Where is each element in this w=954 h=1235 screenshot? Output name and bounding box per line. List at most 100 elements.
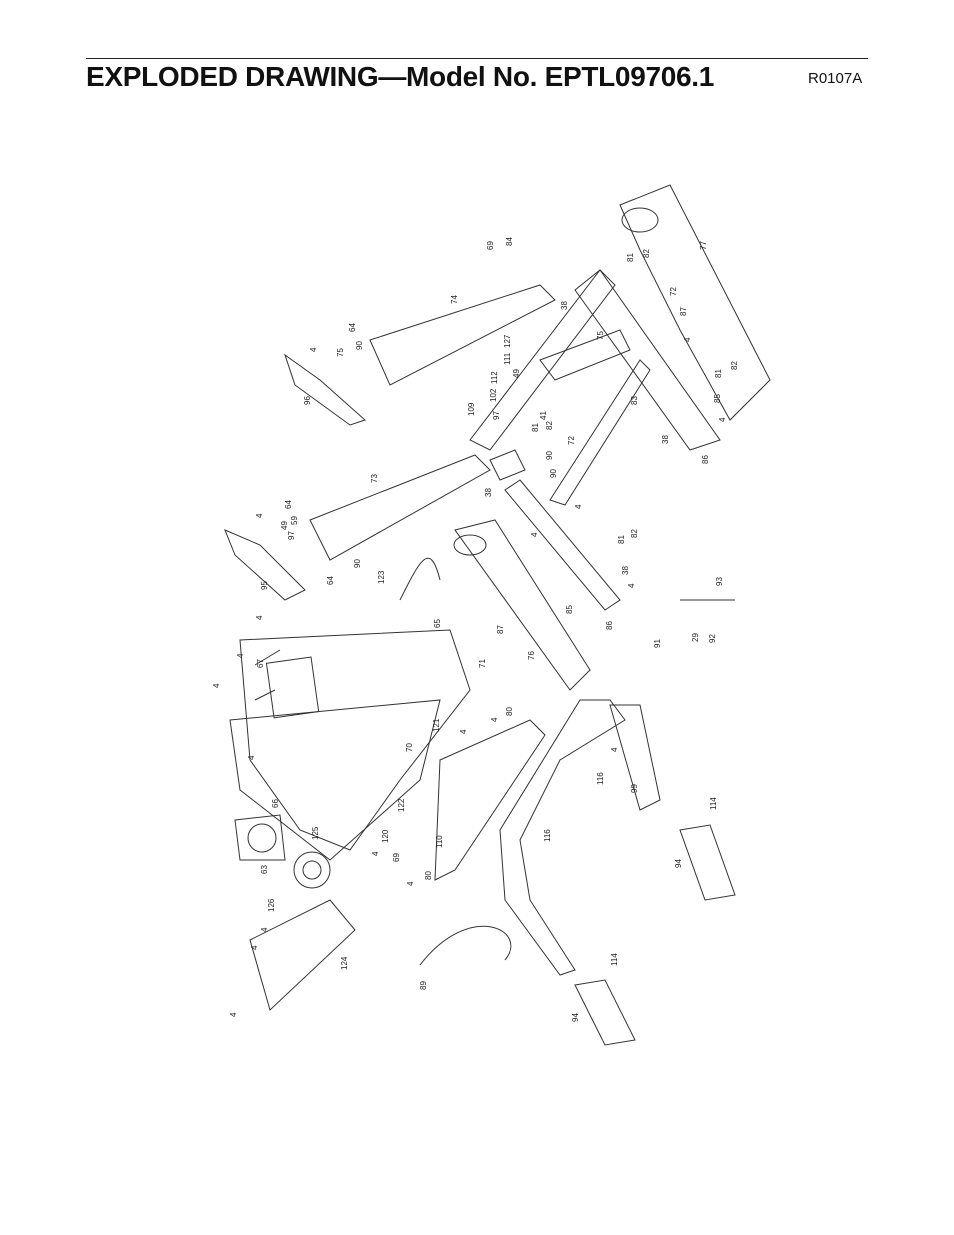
- part-label: 4: [309, 347, 318, 352]
- header-rule: [86, 58, 868, 59]
- part-label: 124: [340, 956, 349, 970]
- part-label: 71: [478, 659, 487, 668]
- part-label: 90: [549, 469, 558, 478]
- part-label: 4: [260, 927, 269, 932]
- part-label: 81: [626, 253, 635, 262]
- part-label: 4: [229, 1012, 238, 1017]
- part-label: 109: [467, 402, 476, 416]
- part-label: 4: [406, 881, 415, 886]
- console-base-66: [229, 699, 441, 861]
- end-cap-95: [224, 529, 306, 601]
- part-label: 4: [371, 851, 380, 856]
- part-label: 82: [630, 529, 639, 538]
- part-label: 120: [381, 829, 390, 843]
- part-label: 81: [617, 535, 626, 544]
- part-label: 81: [531, 423, 540, 432]
- part-label: 96: [303, 396, 312, 405]
- part-label: 87: [496, 625, 505, 634]
- part-label: 121: [432, 718, 441, 732]
- part-label: 65: [433, 619, 442, 628]
- grip-94-lower: [574, 979, 636, 1046]
- part-label: 41: [539, 411, 548, 420]
- part-label: 125: [311, 826, 320, 840]
- part-label: 92: [708, 634, 717, 643]
- part-label: 116: [596, 772, 605, 785]
- part-label: 38: [621, 566, 630, 575]
- handgrip-tube-99: [499, 699, 626, 976]
- part-label: 94: [674, 859, 683, 868]
- part-label: 114: [709, 797, 718, 810]
- bracket-110: [434, 719, 546, 881]
- part-label: 90: [545, 451, 554, 460]
- grip-94-upper: [679, 824, 736, 901]
- part-label: 73: [370, 474, 379, 483]
- part-label: 86: [605, 621, 614, 630]
- part-label: 72: [669, 287, 678, 296]
- part-label: 90: [353, 559, 362, 568]
- part-label: 4: [718, 417, 727, 422]
- part-label: 75: [336, 348, 345, 357]
- part-label: 59: [290, 516, 299, 525]
- part-label: 99: [630, 784, 639, 793]
- part-label: 85: [565, 605, 574, 614]
- part-label: 4: [530, 532, 539, 537]
- part-label: 4: [255, 615, 264, 620]
- upright-right-77: [619, 184, 771, 421]
- part-label: 114: [610, 953, 619, 966]
- part-label: 64: [326, 576, 335, 585]
- part-label: 4: [255, 513, 264, 518]
- part-label: 110: [435, 835, 444, 848]
- console-65: [239, 629, 471, 851]
- part-label: 4: [610, 747, 619, 752]
- drawing-code: R0107A: [808, 70, 863, 87]
- fan-63: [234, 814, 286, 861]
- part-label: 4: [212, 683, 221, 688]
- part-label: 82: [545, 421, 554, 430]
- part-label: 49: [512, 369, 521, 378]
- part-label: 91: [653, 639, 662, 648]
- end-cap-96: [284, 353, 366, 426]
- part-label: 83: [630, 396, 639, 405]
- wire-123: [399, 557, 441, 601]
- part-label: 75: [596, 331, 605, 340]
- part-label: 64: [348, 323, 357, 332]
- part-label: 4: [236, 653, 245, 658]
- speaker-125: [293, 851, 331, 889]
- part-label: 4: [574, 504, 583, 509]
- part-label: 38: [484, 488, 493, 497]
- part-label: 82: [730, 361, 739, 370]
- upright-lower-76: [454, 519, 591, 691]
- part-label: 4: [683, 337, 692, 342]
- part-label: 64: [284, 500, 293, 509]
- part-label: 4: [627, 583, 636, 588]
- part-label: 86: [701, 455, 710, 464]
- bottom-cover-124: [249, 899, 356, 1011]
- part-label: 4: [250, 945, 259, 950]
- frame-crossbar-83: [574, 269, 721, 451]
- part-label: 38: [560, 301, 569, 310]
- part-label: 97: [492, 411, 501, 420]
- part-label: 77: [699, 241, 708, 250]
- part-label: 4: [247, 755, 256, 760]
- part-label: 122: [397, 798, 406, 812]
- part-label: 85: [713, 394, 722, 403]
- part-label: 102: [489, 388, 498, 402]
- part-label: 49: [280, 521, 289, 530]
- part-label: 87: [679, 307, 688, 316]
- part-label: 93: [715, 577, 724, 586]
- part-label: 127: [503, 334, 512, 348]
- part-label: 29: [691, 633, 700, 642]
- part-label: 111: [503, 352, 512, 365]
- part-label: 116: [543, 829, 552, 842]
- part-label: 90: [355, 341, 364, 350]
- part-label: 123: [377, 570, 386, 584]
- part-label: 66: [271, 799, 280, 808]
- part-label: 80: [424, 871, 433, 880]
- frame-tube-left: [469, 269, 616, 451]
- part-label: 72: [567, 436, 576, 445]
- part-label: 74: [450, 295, 459, 304]
- part-label: 70: [405, 743, 414, 752]
- part-label: 38: [661, 435, 670, 444]
